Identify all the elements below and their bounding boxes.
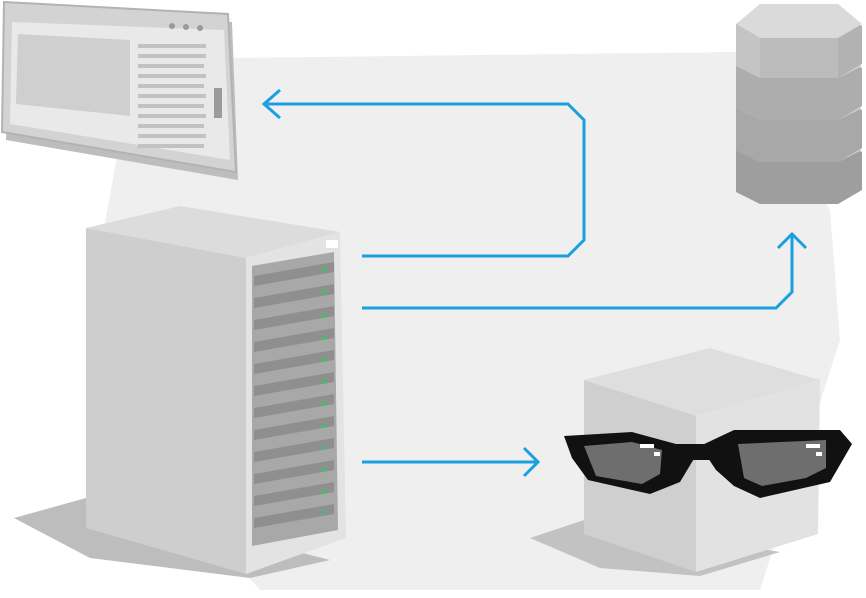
database-stack-icon bbox=[736, 4, 862, 204]
sunglasses-cube-icon bbox=[530, 348, 852, 576]
server-tower-icon bbox=[14, 206, 346, 578]
edge-server-to-browser bbox=[261, 88, 586, 258]
edge-server-to-database bbox=[362, 231, 808, 310]
edge-server-to-proxy bbox=[362, 446, 541, 478]
server-rack-units bbox=[254, 262, 334, 528]
browser-window-icon bbox=[0, 0, 238, 180]
sunglasses bbox=[564, 430, 852, 498]
